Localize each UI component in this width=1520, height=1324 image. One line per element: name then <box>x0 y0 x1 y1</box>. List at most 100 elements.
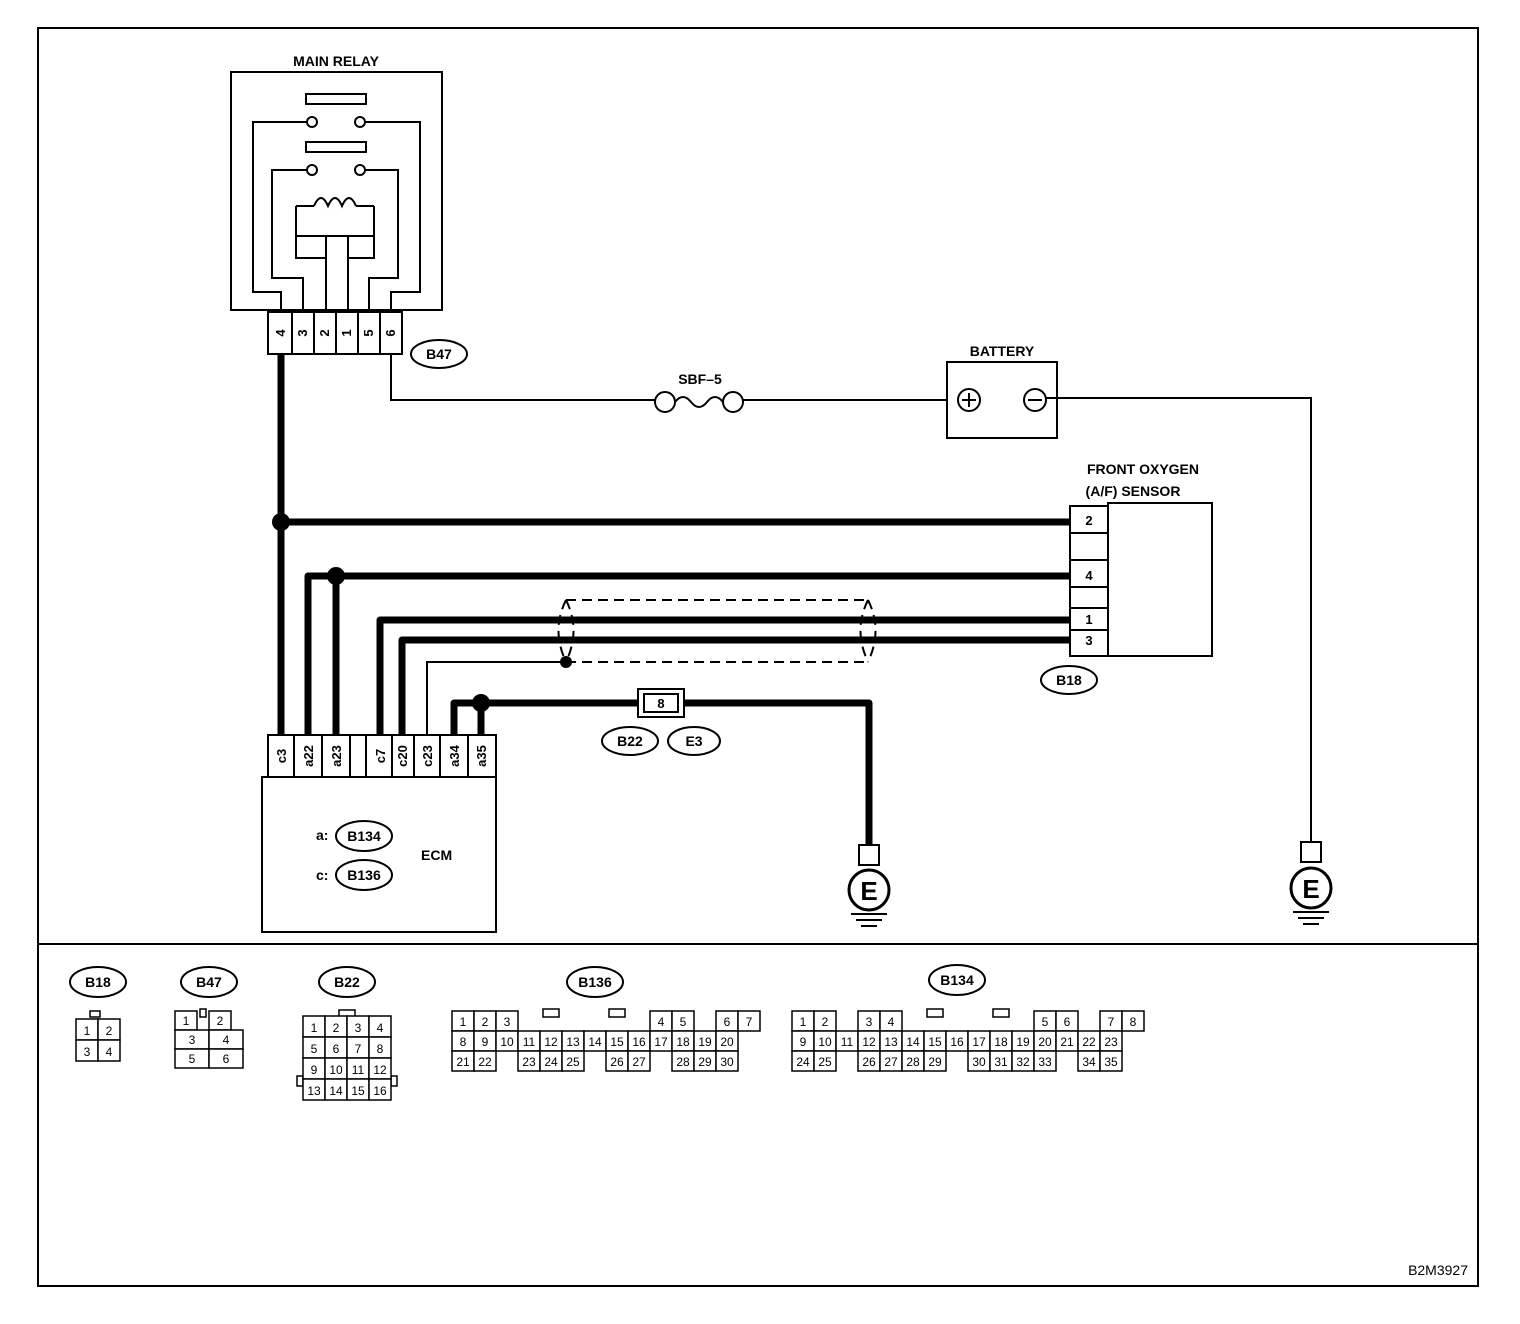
b134-pin-5: 5 <box>1042 1015 1049 1029</box>
b18-pin-1: 1 <box>84 1024 91 1038</box>
b134-pin-2: 2 <box>822 1015 829 1029</box>
relay-pin-1: 1 <box>339 329 354 336</box>
legend-b47-label: B47 <box>196 974 222 990</box>
b136-pin-10: 10 <box>500 1035 514 1049</box>
front-oxygen-sensor: FRONT OXYGEN (A/F) SENSOR 2 4 1 3 B18 <box>1040 461 1213 695</box>
main-relay: MAIN RELAY <box>230 53 443 312</box>
b136-pin-8: 8 <box>460 1035 467 1049</box>
b134-pin-8: 8 <box>1130 1015 1137 1029</box>
b22-pin-16: 16 <box>373 1084 387 1098</box>
b134-pin-3: 3 <box>866 1015 873 1029</box>
b134-pin-33: 33 <box>1038 1055 1052 1069</box>
ecm-pin-c7: c7 <box>373 749 388 763</box>
b47-pin-3: 3 <box>189 1033 196 1047</box>
relay-connector: 4 3 2 1 5 6 B47 <box>267 311 468 369</box>
ecm-a-prefix: a: <box>316 827 328 843</box>
b22-pin-10: 10 <box>329 1063 343 1077</box>
b136-pin-16: 16 <box>632 1035 646 1049</box>
main-relay-label: MAIN RELAY <box>293 53 379 69</box>
ecm-pin-a23: a23 <box>329 745 344 767</box>
b47-label: B47 <box>426 346 452 362</box>
ecm-pin-c20: c20 <box>395 745 410 767</box>
b18-pin-3: 3 <box>84 1045 91 1059</box>
main-harness <box>272 354 1071 845</box>
b134-pin-26: 26 <box>862 1055 876 1069</box>
b134-pin-1: 1 <box>800 1015 807 1029</box>
b136-pin-24: 24 <box>544 1055 558 1069</box>
b136-pin-2: 2 <box>482 1015 489 1029</box>
ecm-pin-a34: a34 <box>447 744 462 766</box>
b134-pin-21: 21 <box>1060 1035 1074 1049</box>
b22-pin-11: 11 <box>352 1063 365 1077</box>
b134-pin-15: 15 <box>928 1035 942 1049</box>
b134-pin-4: 4 <box>888 1015 895 1029</box>
b22-pin-1: 1 <box>311 1021 318 1035</box>
b136-pin-19: 19 <box>698 1035 712 1049</box>
b22-pin-7: 7 <box>355 1042 362 1056</box>
b22-pin-2: 2 <box>333 1021 340 1035</box>
legend-b22-label: B22 <box>334 974 360 990</box>
b134-pin-28: 28 <box>906 1055 920 1069</box>
b136-pin-28: 28 <box>676 1055 690 1069</box>
legend-b18-label: B18 <box>85 974 111 990</box>
b136-pin-3: 3 <box>504 1015 511 1029</box>
ecm-b136-label: B136 <box>347 867 381 883</box>
b18-label: B18 <box>1056 672 1082 688</box>
ecm-pin-a35: a35 <box>474 745 489 767</box>
b134-pin-34: 34 <box>1082 1055 1096 1069</box>
b134-pin-31: 31 <box>994 1055 1008 1069</box>
b22-pin-5: 5 <box>311 1042 318 1056</box>
sensor-label-2: (A/F) SENSOR <box>1086 483 1181 499</box>
b136-pin-27: 27 <box>632 1055 646 1069</box>
b134-pin-17: 17 <box>972 1035 986 1049</box>
ground-ecm: E <box>847 844 891 927</box>
b136-pin-1: 1 <box>460 1015 467 1029</box>
b22-pin-12: 12 <box>373 1063 387 1077</box>
b18-pin-4: 4 <box>106 1045 113 1059</box>
b136-pin-7: 7 <box>746 1015 753 1029</box>
b136-pin-18: 18 <box>676 1035 690 1049</box>
ecm-b134-label: B134 <box>347 828 381 844</box>
b136-pin-14: 14 <box>588 1035 602 1049</box>
b134-pin-32: 32 <box>1016 1055 1030 1069</box>
b136-pin-22: 22 <box>478 1055 492 1069</box>
e3-label: E3 <box>685 733 702 749</box>
ecm-label: ECM <box>421 847 452 863</box>
b134-pin-22: 22 <box>1082 1035 1096 1049</box>
b47-pin-5: 5 <box>189 1052 196 1066</box>
b136-pin-4: 4 <box>658 1015 665 1029</box>
b22-pin-13: 13 <box>307 1084 321 1098</box>
b134-pin-6: 6 <box>1064 1015 1071 1029</box>
b136-pin-5: 5 <box>680 1015 687 1029</box>
figure-code: B2M3927 <box>1408 1262 1468 1278</box>
sensor-pin-2: 2 <box>1085 513 1092 528</box>
b136-pin-12: 12 <box>544 1035 558 1049</box>
b134-pin-7: 7 <box>1108 1015 1115 1029</box>
joint-connector: 8 B22 E3 <box>601 688 721 756</box>
relay-pin-2: 2 <box>317 329 332 336</box>
relay-pin-5: 5 <box>361 329 376 336</box>
b134-pin-14: 14 <box>906 1035 920 1049</box>
b136-pin-20: 20 <box>720 1035 734 1049</box>
b136-pin-25: 25 <box>566 1055 580 1069</box>
b134-pin-30: 30 <box>972 1055 986 1069</box>
b136-pin-23: 23 <box>522 1055 536 1069</box>
fuse-label: SBF–5 <box>678 371 722 387</box>
ecm-c-prefix: c: <box>316 867 328 883</box>
b134-pin-20: 20 <box>1038 1035 1052 1049</box>
b22-pin-9: 9 <box>311 1063 318 1077</box>
b22-pin-8: 8 <box>377 1042 384 1056</box>
joint-pin: 8 <box>657 696 664 711</box>
b47-pin-4: 4 <box>223 1033 230 1047</box>
b136-pin-17: 17 <box>654 1035 668 1049</box>
b136-pin-11: 11 <box>523 1035 536 1049</box>
b134-pin-24: 24 <box>796 1055 810 1069</box>
diagram-frame <box>37 27 1479 1287</box>
legend-b134-label: B134 <box>940 972 974 988</box>
ground-battery: E <box>1289 841 1333 925</box>
relay-pin-3: 3 <box>295 329 310 336</box>
